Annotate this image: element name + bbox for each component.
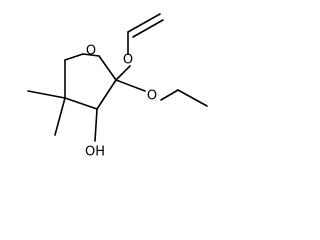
bond-o1-c2 <box>98 55 117 81</box>
bond-c2-c3 <box>96 79 117 110</box>
vinyloxy-oxygen-label: O <box>123 53 133 68</box>
bond-ethoxy-ch2-ch3 <box>177 89 208 107</box>
bond-c4-methyl-left <box>27 90 66 99</box>
bond-c5-o1 <box>82 53 100 57</box>
ethoxy-oxygen-label: O <box>147 89 157 104</box>
molecule-structure: O O O OH <box>27 13 208 160</box>
bond-vinyl-ch-ch2 <box>127 13 161 33</box>
bond-c2-o-ethoxy <box>115 79 146 92</box>
bond-c5-o1-upper <box>64 53 84 61</box>
bond-vinyl-ch-ch2-double <box>132 19 164 38</box>
hydroxyl-label: OH <box>85 145 105 160</box>
bond-c3-c4 <box>64 97 98 110</box>
bond-c3-oh <box>94 108 98 142</box>
bond-o-ethoxy-ch2 <box>160 89 179 101</box>
bond-c4-methyl-down <box>54 97 66 136</box>
bond-c2-o-vinyl <box>115 65 131 81</box>
ring-oxygen-label: O <box>86 44 96 59</box>
structure-canvas: O O O OH <box>0 0 212 162</box>
